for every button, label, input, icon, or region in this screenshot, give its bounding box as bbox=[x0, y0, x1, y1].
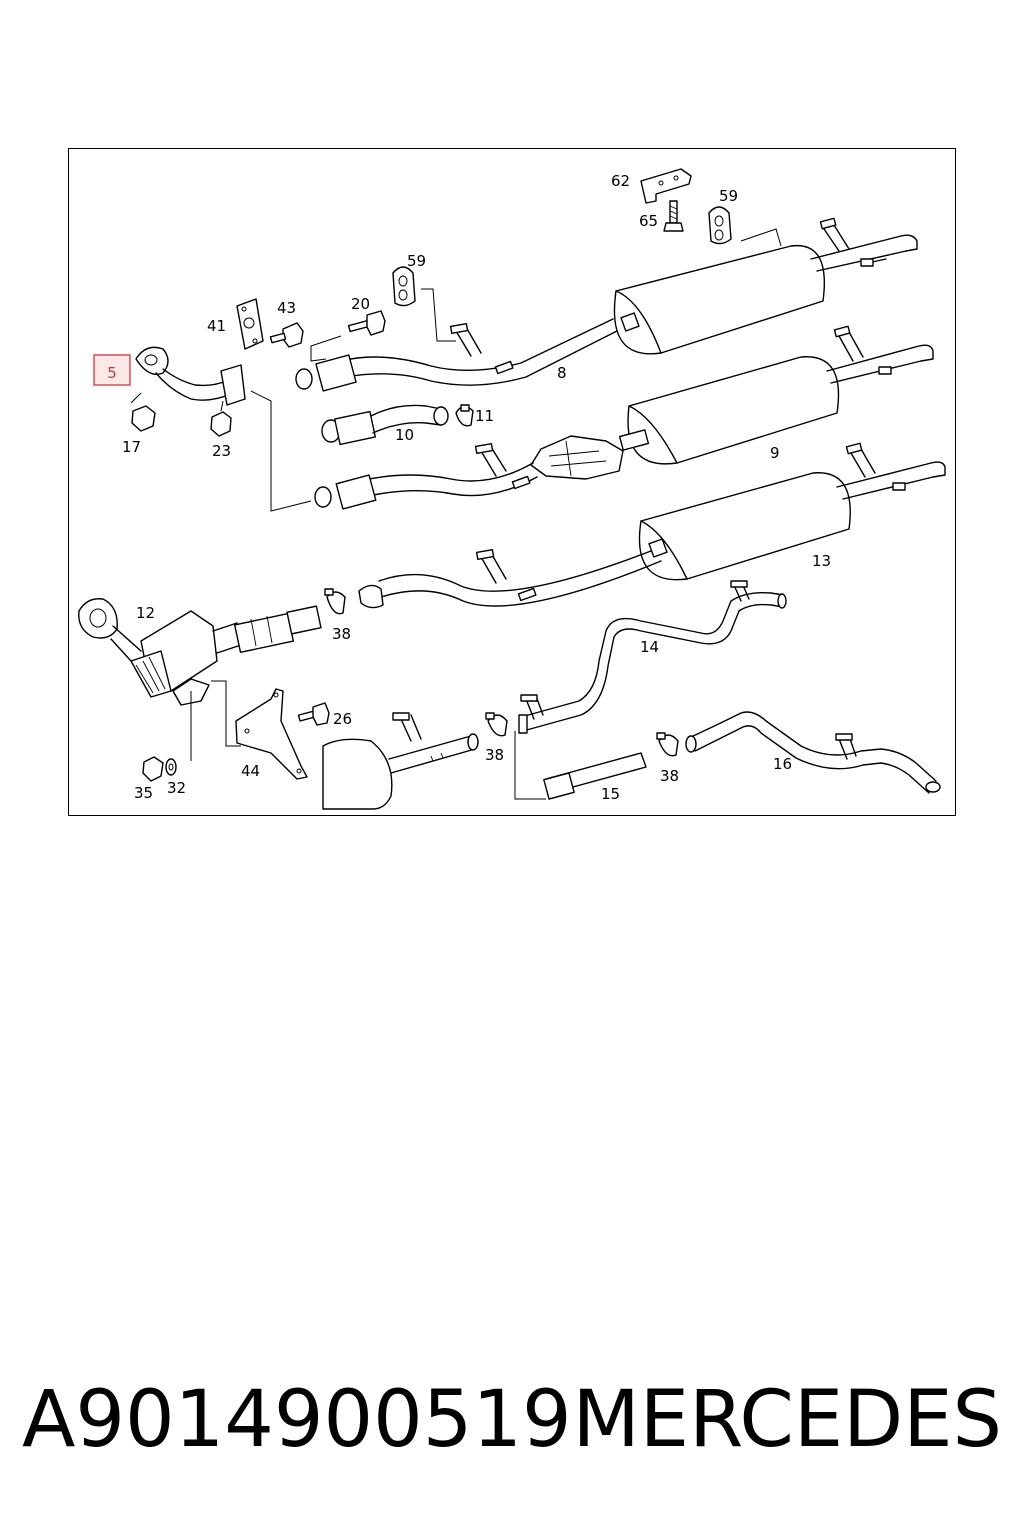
catalytic-converter-12 bbox=[78, 598, 322, 761]
bolt-65 bbox=[663, 200, 684, 232]
callout-38-upper: 38 bbox=[332, 625, 351, 643]
callout-16: 16 bbox=[773, 755, 792, 773]
clamp-38-lower bbox=[656, 732, 679, 757]
rubber-mount-59-upper bbox=[708, 206, 782, 247]
bolt-26 bbox=[297, 702, 330, 726]
callout-23: 23 bbox=[212, 442, 231, 460]
exhaust-system-diagram: 62 59 65 59 41 43 20 8 11 10 17 23 9 13 … bbox=[78, 168, 946, 810]
callout-38-lower: 38 bbox=[660, 767, 679, 785]
callout-44: 44 bbox=[241, 762, 260, 780]
callout-43: 43 bbox=[277, 299, 296, 317]
bracket-44 bbox=[235, 688, 308, 780]
bolt-43 bbox=[269, 322, 304, 348]
callout-15: 15 bbox=[601, 785, 620, 803]
pipe-15 bbox=[543, 752, 647, 800]
nut-17 bbox=[130, 392, 156, 432]
washer-32 bbox=[165, 758, 177, 776]
clamp-38-upper bbox=[324, 588, 346, 615]
pipe-10 bbox=[321, 404, 449, 446]
callout-17: 17 bbox=[122, 438, 141, 456]
center-muffler bbox=[322, 712, 479, 810]
callout-62: 62 bbox=[611, 172, 630, 190]
callout-12: 12 bbox=[136, 604, 155, 622]
diagram-frame: 62 59 65 59 41 43 20 8 11 10 17 23 9 13 … bbox=[68, 148, 956, 816]
muffler-8-assembly bbox=[295, 217, 918, 392]
callout-10: 10 bbox=[395, 426, 414, 444]
rubber-mount-59-middle bbox=[392, 266, 456, 342]
callout-5: 5 bbox=[107, 364, 117, 382]
callout-8: 8 bbox=[557, 364, 567, 382]
callout-9: 9 bbox=[770, 444, 780, 462]
callout-41: 41 bbox=[207, 317, 226, 335]
pipe-14 bbox=[518, 580, 787, 734]
callout-11: 11 bbox=[475, 407, 494, 425]
bracket-62 bbox=[640, 168, 692, 204]
callout-14: 14 bbox=[640, 638, 659, 656]
highlight-box bbox=[93, 354, 131, 386]
brand-name: MERCEDES bbox=[572, 1375, 1003, 1465]
caption: A9014900519 MERCEDES bbox=[0, 1370, 1024, 1470]
muffler-13-assembly bbox=[358, 442, 946, 609]
callout-35: 35 bbox=[134, 784, 153, 802]
pipe-16 bbox=[685, 711, 941, 794]
bolt-20 bbox=[310, 310, 386, 362]
callout-32: 32 bbox=[167, 779, 186, 797]
muffler-9-assembly bbox=[314, 325, 934, 510]
gasket-41 bbox=[236, 298, 264, 350]
callout-26: 26 bbox=[333, 710, 352, 728]
callout-13: 13 bbox=[812, 552, 831, 570]
front-pipe-5 bbox=[135, 346, 312, 512]
nut-35 bbox=[142, 756, 164, 782]
callout-65: 65 bbox=[639, 212, 658, 230]
nut-23 bbox=[210, 400, 232, 437]
callout-59-middle: 59 bbox=[407, 252, 426, 270]
callout-59-upper: 59 bbox=[719, 187, 738, 205]
clamp-38-middle bbox=[485, 712, 546, 800]
callout-38-middle: 38 bbox=[485, 746, 504, 764]
callout-20: 20 bbox=[351, 295, 370, 313]
clamp-11 bbox=[455, 404, 474, 427]
highlighted-callout[interactable]: 5 bbox=[93, 354, 131, 386]
part-number: A9014900519 bbox=[22, 1375, 572, 1465]
